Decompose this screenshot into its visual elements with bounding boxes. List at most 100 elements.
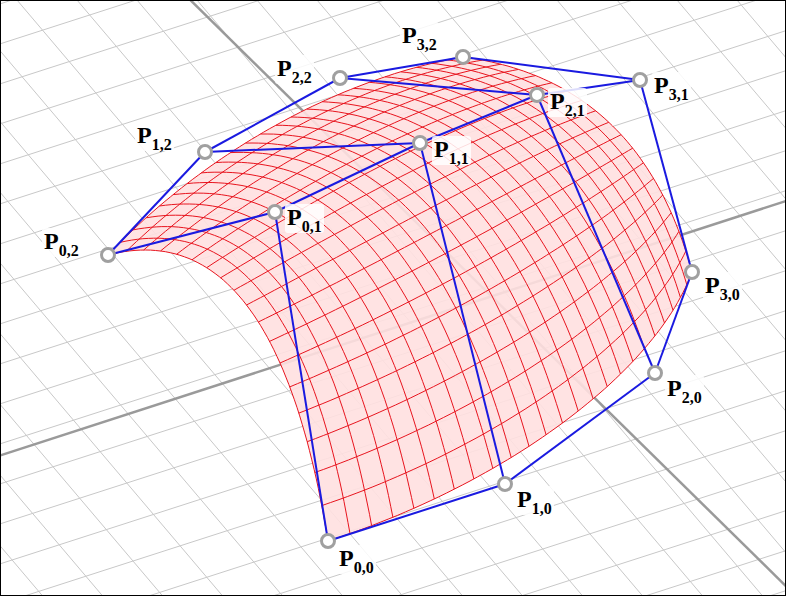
point-index: 1,1	[449, 150, 469, 167]
surface-mesh-line	[207, 91, 567, 268]
point-label: P0,0	[337, 545, 376, 574]
point-letter: P	[517, 486, 532, 512]
point-index: 3,0	[720, 286, 740, 303]
control-net-line	[537, 95, 655, 373]
surface-mesh-line	[448, 60, 687, 285]
control-net-line	[328, 484, 505, 541]
control-point	[322, 535, 335, 548]
point-letter: P	[705, 272, 720, 298]
control-net-line	[108, 152, 205, 255]
grid-line	[0, 0, 80, 596]
control-point	[649, 367, 662, 380]
surface-mesh-line	[231, 152, 512, 457]
surface-mesh-line	[120, 238, 350, 533]
control-point	[269, 206, 282, 219]
point-index: 0,2	[59, 242, 79, 259]
surface-mesh-line	[173, 193, 434, 499]
control-net-line	[420, 143, 505, 484]
point-letter: P	[137, 122, 152, 148]
control-net-line	[655, 272, 692, 373]
surface-mesh-line	[463, 57, 692, 272]
grid-line	[0, 0, 786, 60]
point-index: 0,0	[354, 559, 374, 576]
surface-mesh-line	[290, 178, 654, 387]
point-letter: P	[402, 22, 417, 48]
control-point	[457, 51, 470, 64]
control-point	[199, 146, 212, 159]
point-letter: P	[550, 88, 565, 114]
surface-mesh-line	[385, 77, 655, 336]
surface-mesh-line	[216, 162, 493, 468]
surface-mesh-line	[299, 195, 663, 413]
point-label: P1,1	[432, 136, 471, 165]
grid-line	[0, 530, 786, 596]
surface-mesh-line	[247, 122, 609, 305]
grid-line	[0, 0, 20, 596]
point-index: 1,2	[152, 136, 172, 153]
point-letter: P	[654, 72, 669, 98]
control-net-line	[205, 78, 340, 152]
point-index: 3,1	[669, 86, 689, 103]
control-net-line	[275, 212, 328, 541]
point-label: P3,1	[652, 72, 691, 101]
point-letter: P	[277, 55, 292, 81]
surface-mesh-line	[270, 148, 633, 341]
surface-mesh-line	[161, 69, 519, 251]
point-label: P0,1	[285, 204, 324, 233]
surface-mesh-line	[177, 76, 536, 255]
point-index: 3,2	[417, 36, 437, 53]
surface-mesh-line	[280, 163, 643, 363]
point-label: P2,1	[548, 88, 587, 117]
control-net-line	[640, 80, 692, 272]
point-label: P3,2	[400, 22, 439, 51]
point-label: P2,0	[665, 375, 704, 404]
point-letter: P	[44, 228, 59, 254]
control-point	[334, 72, 347, 85]
surface-mesh-line	[221, 100, 582, 277]
surface-mesh-line	[108, 250, 328, 541]
grid-line	[0, 570, 786, 596]
surface-mesh-line	[146, 215, 393, 517]
control-net-line	[463, 57, 640, 80]
surface-mesh-line	[126, 60, 482, 251]
control-point	[499, 478, 512, 491]
control-net-line	[340, 57, 463, 78]
grid-line	[0, 0, 786, 20]
point-label: P1,0	[515, 486, 554, 515]
control-point	[102, 249, 115, 262]
point-letter: P	[434, 136, 449, 162]
surface-mesh-line	[144, 64, 501, 250]
control-point	[634, 74, 647, 87]
surface-mesh-line	[201, 172, 474, 479]
surface-mesh-line	[187, 183, 454, 490]
surface-fill	[108, 57, 692, 541]
control-net-line	[505, 373, 655, 484]
surface-mesh-line	[307, 213, 671, 442]
surface-mesh-line	[432, 63, 680, 297]
surface-mesh-line	[369, 82, 644, 348]
control-net-line	[108, 212, 275, 255]
control-point	[531, 89, 544, 102]
point-index: 2,2	[292, 69, 312, 86]
bezier-surface	[108, 57, 692, 541]
surface-mesh-line	[159, 204, 414, 508]
control-net	[108, 57, 692, 541]
control-net-line	[340, 78, 537, 95]
surface-mesh-line	[276, 125, 563, 423]
surface-mesh-line	[108, 57, 463, 255]
surface-mesh-line	[234, 111, 596, 290]
grid-line	[0, 0, 260, 596]
grid-line	[720, 0, 786, 596]
point-label: P0,2	[42, 228, 81, 257]
point-letter: P	[287, 204, 302, 230]
surface-mesh-line	[416, 67, 673, 310]
control-points	[102, 51, 699, 548]
grid-line	[0, 0, 140, 596]
control-point	[686, 266, 699, 279]
control-net-line	[205, 143, 420, 152]
point-label: P3,0	[703, 272, 742, 301]
point-letter: P	[339, 545, 354, 571]
